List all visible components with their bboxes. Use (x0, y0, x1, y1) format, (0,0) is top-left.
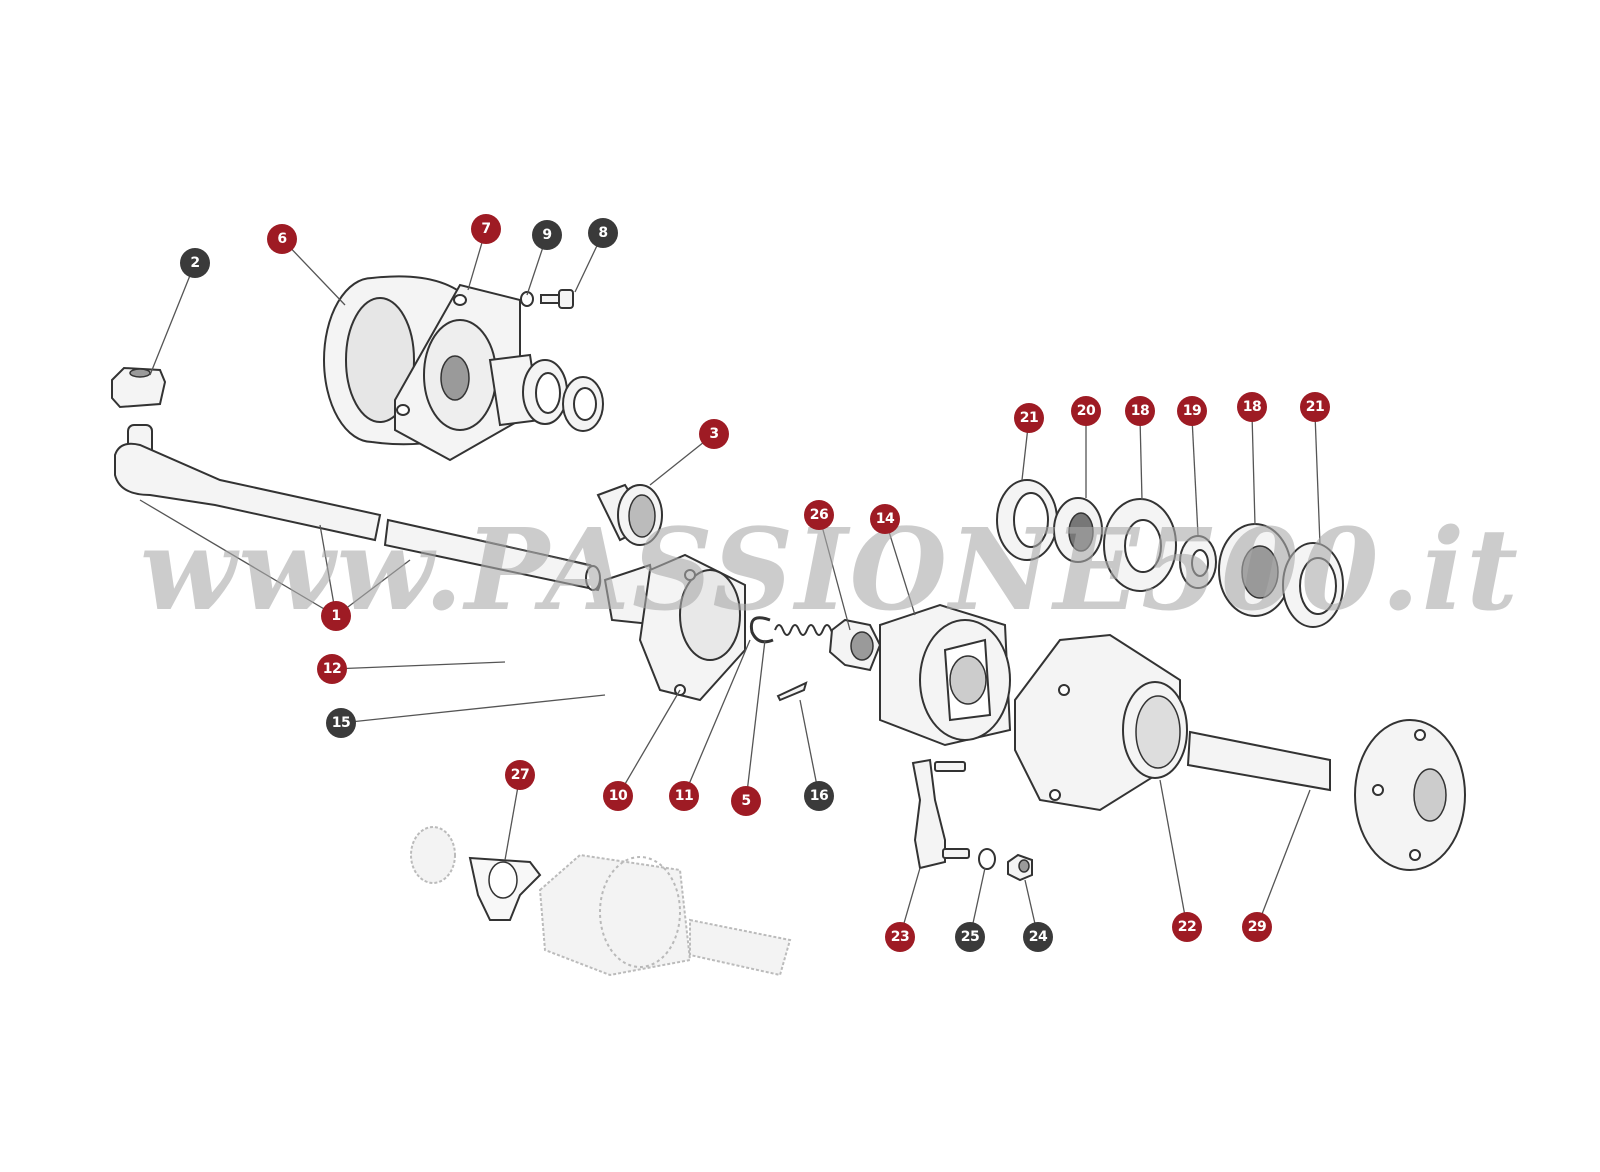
leader-lines (139, 228, 1321, 938)
callout-badge-10[interactable]: 10 (603, 781, 633, 811)
flanged-shaft-part (1186, 719, 1466, 871)
spring-part (774, 624, 840, 636)
callout-badge-6[interactable]: 6 (267, 224, 297, 254)
steering-flange-part (603, 553, 746, 702)
callout-badge-18[interactable]: 18 (1125, 396, 1155, 426)
callout-badge-20[interactable]: 20 (1071, 396, 1101, 426)
small-bolt-part (520, 289, 574, 309)
cotter-pin-part (776, 681, 808, 702)
callout-badge-9[interactable]: 9 (532, 220, 562, 250)
callout-badge-11[interactable]: 11 (669, 781, 699, 811)
callout-badge-26[interactable]: 26 (804, 500, 834, 530)
callout-badge-19[interactable]: 19 (1177, 396, 1207, 426)
tie-rod-part (114, 424, 602, 592)
bushing-part (596, 483, 663, 546)
nut-part (1007, 853, 1033, 882)
coupling-part (879, 603, 1012, 747)
callout-badge-24[interactable]: 24 (1023, 922, 1053, 952)
callout-badge-2[interactable]: 2 (180, 248, 210, 278)
callout-badge-3[interactable]: 3 (699, 419, 729, 449)
callout-badge-15[interactable]: 15 (326, 708, 356, 738)
flange-part (394, 283, 604, 462)
callout-badge-5[interactable]: 5 (731, 786, 761, 816)
callout-badge-29[interactable]: 29 (1242, 912, 1272, 942)
callout-badge-14[interactable]: 14 (870, 504, 900, 534)
callout-badge-7[interactable]: 7 (471, 214, 501, 244)
callout-badge-23[interactable]: 23 (885, 922, 915, 952)
callout-badge-8[interactable]: 8 (588, 218, 618, 248)
callout-badge-12[interactable]: 12 (317, 654, 347, 684)
callout-badge-27[interactable]: 27 (505, 760, 535, 790)
circlip-part (749, 616, 774, 644)
callout-badge-1[interactable]: 1 (321, 601, 351, 631)
square-nut-part (111, 366, 167, 409)
callout-badge-21[interactable]: 21 (1014, 403, 1044, 433)
bearing-stack-part (996, 479, 1344, 628)
castle-nut-part (828, 618, 882, 672)
bracket-part (911, 758, 970, 870)
washer-part (978, 848, 996, 870)
callout-badge-18[interactable]: 18 (1237, 392, 1267, 422)
housing-part (1014, 633, 1188, 812)
callout-badge-21[interactable]: 21 (1300, 392, 1330, 422)
callout-badge-22[interactable]: 22 (1172, 912, 1202, 942)
callout-badge-16[interactable]: 16 (804, 781, 834, 811)
faded-parts (410, 826, 792, 977)
callout-badge-25[interactable]: 25 (955, 922, 985, 952)
